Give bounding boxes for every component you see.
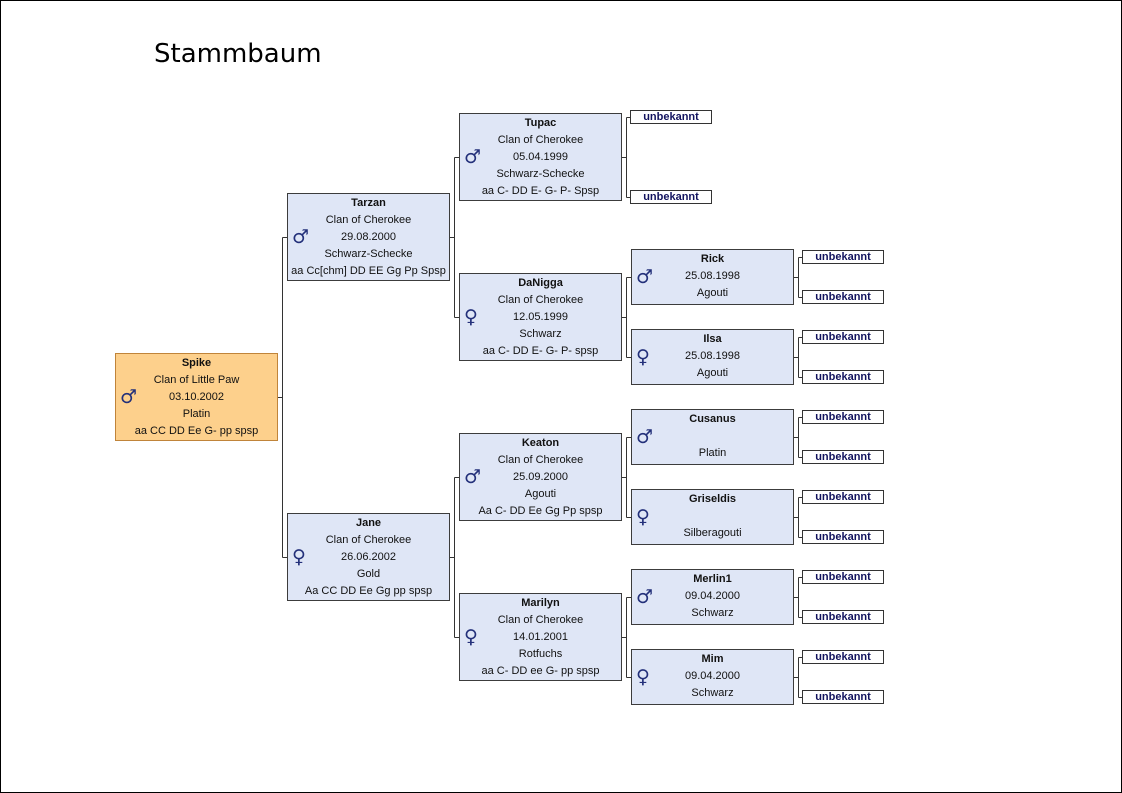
animal-birthdate: 14.01.2001 xyxy=(512,631,569,643)
unknown-box[interactable]: unbekannt xyxy=(802,690,884,704)
animal-genetics: aa Cc[chm] DD EE Gg Pp Spsp xyxy=(291,265,446,277)
female-icon: ♀ xyxy=(464,306,478,328)
animal-clan: Clan of Cherokee xyxy=(497,134,584,146)
animal-birthdate xyxy=(632,508,793,525)
unknown-box[interactable]: unbekannt xyxy=(802,610,884,624)
unknown-box[interactable]: unbekannt xyxy=(802,450,884,464)
animal-color: Schwarz xyxy=(691,607,734,619)
animal-name: Merlin1 xyxy=(693,573,732,585)
animal-genetics: Aa CC DD Ee Gg pp spsp xyxy=(304,585,433,597)
female-icon: ♀ xyxy=(636,346,650,368)
card-danigga[interactable]: ♀ DaNigga Clan of Cherokee 12.05.1999 Sc… xyxy=(459,273,622,361)
animal-name: Jane xyxy=(355,517,382,529)
unknown-box[interactable]: unbekannt xyxy=(802,530,884,544)
page-title: Stammbaum xyxy=(154,39,322,69)
animal-clan: Clan of Cherokee xyxy=(325,214,412,226)
animal-name: Ilsa xyxy=(703,333,722,345)
animal-birthdate: 09.04.2000 xyxy=(684,590,741,602)
unknown-box[interactable]: unbekannt xyxy=(802,290,884,304)
animal-birthdate xyxy=(632,428,793,445)
card-merlin1[interactable]: ♂ Merlin1 09.04.2000 Schwarz xyxy=(631,569,794,625)
animal-clan: Clan of Little Paw xyxy=(153,374,240,386)
unknown-box[interactable]: unbekannt xyxy=(802,570,884,584)
animal-genetics: aa C- DD E- G- P- Spsp xyxy=(481,185,600,197)
unknown-box[interactable]: unbekannt xyxy=(802,250,884,264)
animal-birthdate: 25.09.2000 xyxy=(512,471,569,483)
animal-color: Schwarz-Schecke xyxy=(324,248,413,260)
animal-name: Mim xyxy=(701,653,724,665)
animal-clan: Clan of Cherokee xyxy=(497,294,584,306)
animal-name: Keaton xyxy=(521,437,560,449)
animal-color: Rotfuchs xyxy=(518,648,563,660)
animal-birthdate: 05.04.1999 xyxy=(512,151,569,163)
animal-color: Platin xyxy=(698,447,727,459)
animal-color: Schwarz xyxy=(519,328,562,340)
card-jane[interactable]: ♀ Jane Clan of Cherokee 26.06.2002 Gold … xyxy=(287,513,450,601)
animal-color: Gold xyxy=(356,568,381,580)
unknown-box[interactable]: unbekannt xyxy=(630,110,712,124)
animal-name: Marilyn xyxy=(521,597,560,609)
animal-name: Tupac xyxy=(524,117,557,129)
animal-birthdate: 29.08.2000 xyxy=(340,231,397,243)
card-keaton[interactable]: ♂ Keaton Clan of Cherokee 25.09.2000 Ago… xyxy=(459,433,622,521)
animal-birthdate: 03.10.2002 xyxy=(168,391,225,403)
animal-name: Spike xyxy=(181,357,212,369)
male-icon: ♂ xyxy=(636,426,654,448)
animal-color: Schwarz-Schecke xyxy=(496,168,585,180)
animal-color: Agouti xyxy=(524,488,557,500)
animal-color: Agouti xyxy=(696,287,729,299)
card-rick[interactable]: ♂ Rick 25.08.1998 Agouti xyxy=(631,249,794,305)
male-icon: ♂ xyxy=(292,226,310,248)
female-icon: ♀ xyxy=(292,546,306,568)
card-tupac[interactable]: ♂ Tupac Clan of Cherokee 05.04.1999 Schw… xyxy=(459,113,622,201)
male-icon: ♂ xyxy=(120,386,138,408)
unknown-box[interactable]: unbekannt xyxy=(802,410,884,424)
male-icon: ♂ xyxy=(464,146,482,168)
card-spike[interactable]: ♂ Spike Clan of Little Paw 03.10.2002 Pl… xyxy=(115,353,278,441)
card-cusanus[interactable]: ♂ Cusanus Platin xyxy=(631,409,794,465)
male-icon: ♂ xyxy=(636,586,654,608)
male-icon: ♂ xyxy=(636,266,654,288)
card-tarzan[interactable]: ♂ Tarzan Clan of Cherokee 29.08.2000 Sch… xyxy=(287,193,450,281)
card-griseldis[interactable]: ♀ Griseldis Silberagouti xyxy=(631,489,794,545)
animal-color: Silberagouti xyxy=(683,527,742,539)
animal-color: Schwarz xyxy=(691,687,734,699)
animal-genetics: aa C- DD ee G- pp spsp xyxy=(481,665,600,677)
animal-birthdate: 25.08.1998 xyxy=(684,270,741,282)
unknown-box[interactable]: unbekannt xyxy=(802,370,884,384)
animal-birthdate: 09.04.2000 xyxy=(684,670,741,682)
animal-clan: Clan of Cherokee xyxy=(325,534,412,546)
card-marilyn[interactable]: ♀ Marilyn Clan of Cherokee 14.01.2001 Ro… xyxy=(459,593,622,681)
animal-color: Platin xyxy=(182,408,211,420)
animal-name: DaNigga xyxy=(518,277,563,289)
animal-name: Cusanus xyxy=(689,413,736,425)
animal-birthdate: 25.08.1998 xyxy=(684,350,741,362)
animal-color: Agouti xyxy=(696,367,729,379)
animal-genetics: aa C- DD E- G- P- spsp xyxy=(482,345,599,357)
unknown-box[interactable]: unbekannt xyxy=(802,490,884,504)
female-icon: ♀ xyxy=(636,666,650,688)
animal-birthdate: 26.06.2002 xyxy=(340,551,397,563)
animal-name: Rick xyxy=(700,253,725,265)
unknown-box[interactable]: unbekannt xyxy=(802,330,884,344)
animal-birthdate: 12.05.1999 xyxy=(512,311,569,323)
animal-clan: Clan of Cherokee xyxy=(497,454,584,466)
card-ilsa[interactable]: ♀ Ilsa 25.08.1998 Agouti xyxy=(631,329,794,385)
female-icon: ♀ xyxy=(464,626,478,648)
unknown-box[interactable]: unbekannt xyxy=(630,190,712,204)
animal-name: Tarzan xyxy=(351,197,386,209)
card-mim[interactable]: ♀ Mim 09.04.2000 Schwarz xyxy=(631,649,794,705)
female-icon: ♀ xyxy=(636,506,650,528)
male-icon: ♂ xyxy=(464,466,482,488)
unknown-box[interactable]: unbekannt xyxy=(802,650,884,664)
animal-genetics: Aa C- DD Ee Gg Pp spsp xyxy=(478,505,603,517)
animal-clan: Clan of Cherokee xyxy=(497,614,584,626)
animal-name: Griseldis xyxy=(688,493,737,505)
animal-genetics: aa CC DD Ee G- pp spsp xyxy=(134,425,259,437)
